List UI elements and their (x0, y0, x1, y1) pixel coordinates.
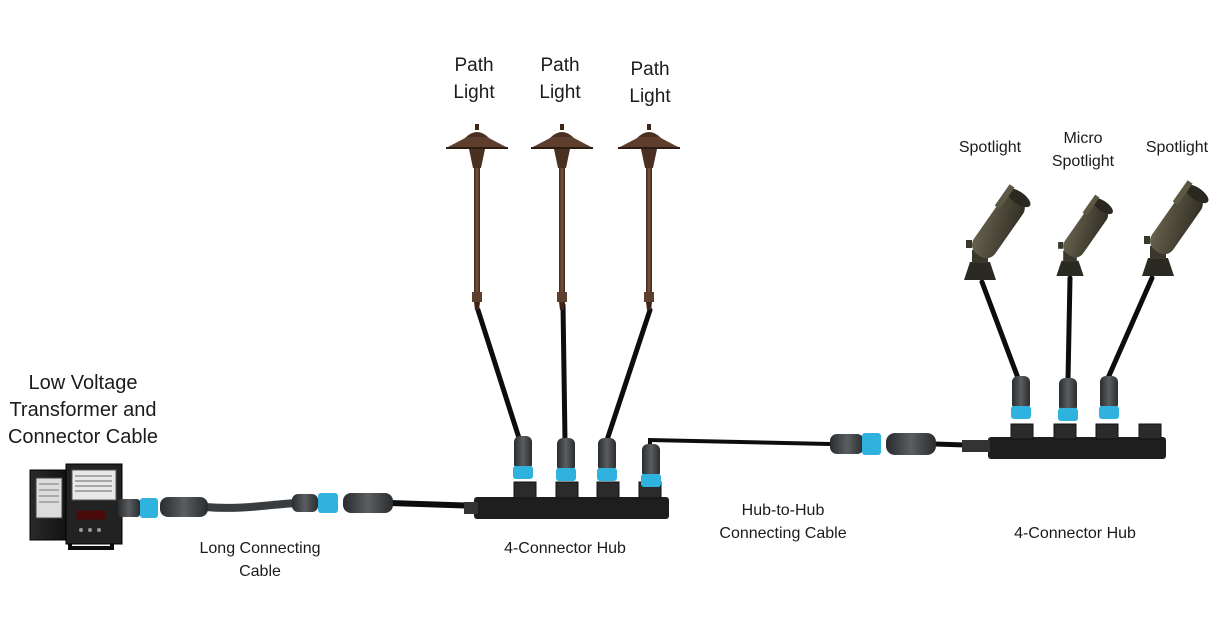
four-connector-hub-icon (464, 481, 669, 519)
path-light-cable-2 (560, 302, 568, 443)
micro-spotlight-label: Micro Spotlight (1051, 130, 1115, 170)
hub-to-hub-cable-right (932, 441, 968, 448)
cable-connector-icon (1011, 376, 1031, 419)
spotlight-fixture-icon (1056, 194, 1113, 276)
path-light-label-3: Path Light (629, 59, 671, 107)
hub-to-hub-label: Hub-to-Hub Connecting Cable (719, 502, 847, 542)
spotlight-fixture-icon (964, 184, 1031, 280)
spotlight-fixture-icon (1142, 180, 1209, 276)
path-light-cable-3 (604, 307, 653, 443)
hub-to-hub-cable-line (648, 437, 832, 446)
cable-connector-icon (556, 438, 576, 481)
path-light-cable-1 (475, 307, 522, 441)
transformer-box-icon (29, 463, 123, 545)
path-light-fixture-icon (531, 124, 593, 310)
path-light-label-2: Path Light (539, 55, 581, 103)
cable-connector-icon (513, 436, 533, 479)
hub-right-label: 4-Connector Hub (1014, 525, 1136, 542)
long-connecting-cable (201, 499, 300, 512)
spotlight-label-3: Spotlight (1145, 139, 1209, 156)
transformer-label: Low Voltage Transformer and Connector Ca… (7, 372, 159, 448)
cables (68, 275, 1155, 550)
cable-connector-icon (118, 433, 936, 518)
path-light-fixture-icon (618, 124, 680, 310)
spotlight-label-1: Spotlight (958, 139, 1022, 156)
cable-connector-icon (1058, 378, 1078, 421)
four-connector-hub-icon (962, 423, 1166, 459)
cable-connector-icon (597, 438, 617, 481)
spotlight-cable-3 (1105, 275, 1155, 381)
path-lights (446, 124, 680, 310)
cable-connector-icon (641, 444, 661, 487)
hub-left-label: 4-Connector Hub (504, 540, 626, 557)
long-cable-label: Long Connecting Cable (199, 540, 321, 580)
spotlight-cable-2 (1065, 275, 1073, 383)
spotlight-cable-1 (979, 279, 1021, 381)
path-light-label-1: Path Light (453, 55, 495, 103)
hub-connectors (513, 376, 1119, 487)
path-light-fixture-icon (446, 124, 508, 310)
cable-connector-icon (1099, 376, 1119, 419)
spotlights (964, 180, 1209, 280)
